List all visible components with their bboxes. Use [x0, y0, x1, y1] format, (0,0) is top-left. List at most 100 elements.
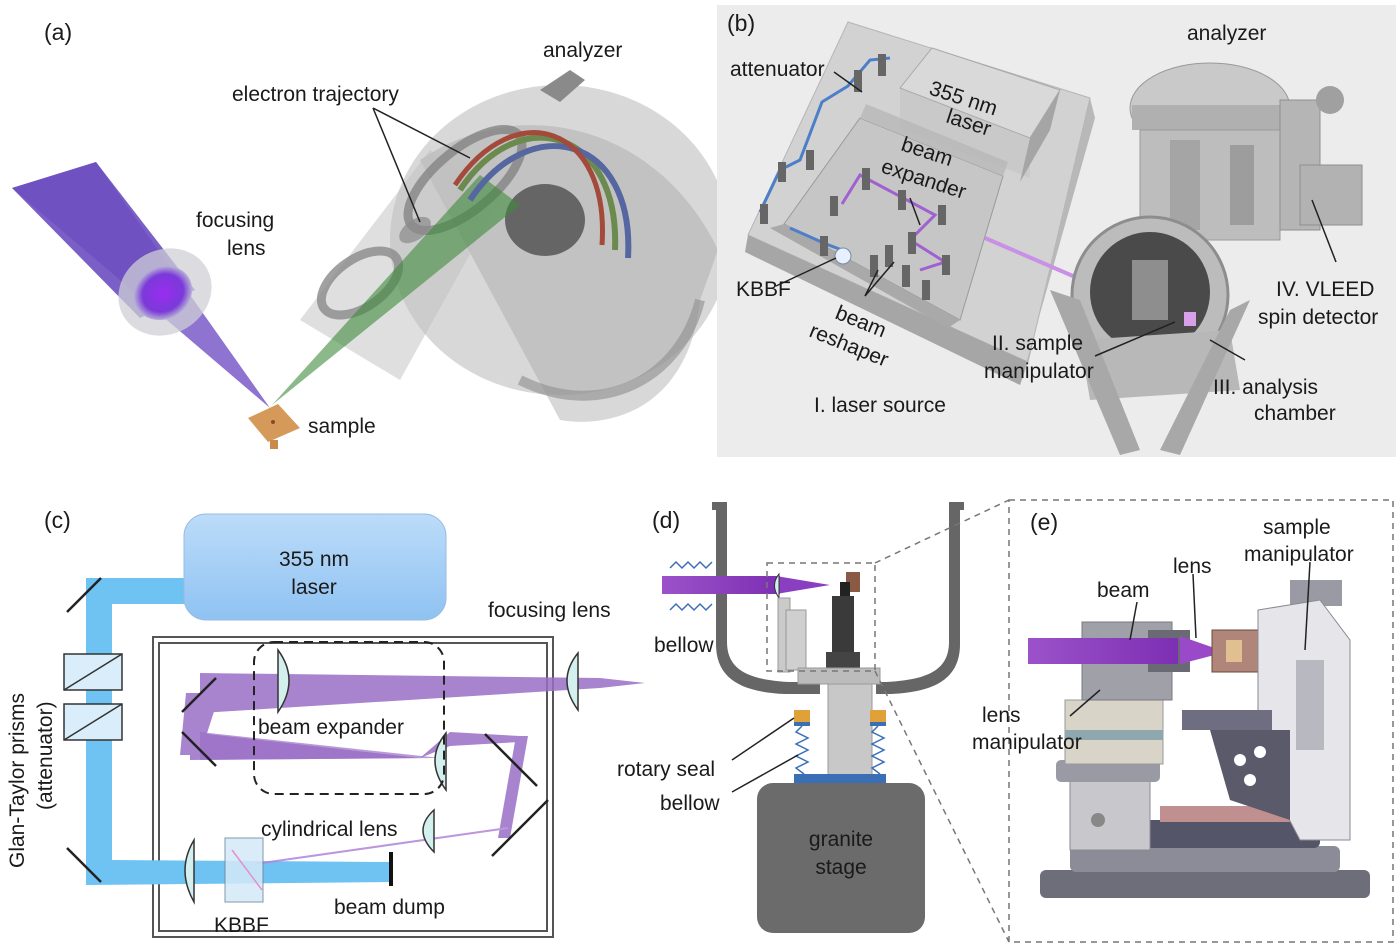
uv-beam-d — [662, 576, 780, 594]
panel-e: (e) — [972, 499, 1394, 943]
panel-d: (d) g — [617, 499, 1010, 943]
lenses-c — [184, 647, 579, 905]
expander-focus — [200, 732, 440, 760]
panel-e-tag: (e) — [1030, 509, 1058, 535]
kbbf-crystal-c — [224, 837, 264, 903]
label-beam-expander-c: beam expander — [258, 716, 404, 739]
zoom-line-top — [874, 499, 1010, 564]
rotary-seal-right — [870, 710, 886, 722]
sample-a — [248, 404, 300, 449]
label-kbbf-b: KBBF — [736, 278, 791, 301]
label-attenuator: attenuator — [730, 58, 825, 81]
central-column — [827, 683, 873, 777]
sample-post — [832, 596, 854, 652]
callout-line — [372, 107, 421, 223]
rotary-seal-left — [794, 710, 810, 722]
callout-line — [372, 107, 471, 159]
sample-manipulator-e — [1182, 580, 1351, 841]
expander-lens-1 — [277, 647, 290, 715]
sample-e — [1226, 640, 1242, 662]
lens-cone-e — [1180, 636, 1226, 664]
bellow-top — [669, 560, 713, 612]
label-sample-manip-b-2: manipulator — [984, 360, 1094, 383]
chamber-wall-right — [876, 502, 964, 694]
glan-taylor-prisms — [63, 653, 123, 741]
label-vleed-2: spin detector — [1258, 306, 1378, 329]
label-sample-a: sample — [308, 415, 376, 438]
panel-a: (a) — [12, 19, 730, 449]
label-laser-c-2: laser — [291, 576, 337, 599]
label-electron-trajectory: electron trajectory — [232, 83, 399, 106]
cylindrical-lens — [422, 808, 435, 854]
seal-base-left — [794, 722, 810, 726]
rotation-stage-e — [1040, 806, 1370, 898]
chamber-wall-left — [712, 502, 820, 694]
inner-hemisphere — [505, 184, 585, 256]
analyzer-port — [540, 70, 585, 102]
label-beam-dump: beam dump — [334, 896, 445, 919]
label-rotary-seal: rotary seal — [617, 758, 715, 781]
label-analyzer-b: analyzer — [1187, 22, 1266, 45]
label-sample-manip-b-1: II. sample — [992, 332, 1083, 355]
uv-beam-path-b — [840, 173, 949, 272]
label-analysis-chamber-2: chamber — [1254, 402, 1336, 425]
stage-plate — [794, 774, 886, 783]
label-beam-e: beam — [1097, 579, 1150, 602]
kbbf-crystal-b — [834, 247, 852, 265]
uv-beam-focus-d — [776, 576, 830, 594]
enclosure-outer — [152, 636, 554, 938]
panel-c: (c) 355 nm laser — [6, 507, 645, 938]
label-focusing-lens-1: focusing — [196, 209, 274, 232]
sample-base — [826, 652, 860, 668]
label-bellow-top: bellow — [654, 634, 714, 657]
expander-lens-2 — [434, 730, 447, 793]
label-glan-2: (attenuator) — [34, 701, 57, 810]
label-focusing-lens-c: focusing lens — [488, 599, 611, 622]
label-lens-manip-e-2: manipulator — [972, 731, 1082, 754]
trajectory-red — [452, 130, 605, 246]
seal-base-right — [870, 722, 886, 726]
label-focusing-lens-2: lens — [227, 237, 266, 260]
vacuum-system — [1050, 62, 1363, 455]
label-sample-manip-e-1: sample — [1263, 516, 1331, 539]
mirrors-c — [66, 577, 549, 883]
beam-expander-box — [253, 641, 445, 795]
uv-beam-e — [1028, 638, 1178, 664]
label-lens-manip-e-1: lens — [982, 704, 1021, 727]
label-vleed-1: IV. VLEED — [1276, 278, 1374, 301]
label-analysis-chamber-1: III. analysis — [1213, 376, 1318, 399]
label-granite-2: stage — [815, 856, 866, 879]
label-analyzer-a: analyzer — [543, 39, 622, 62]
sample-clip — [840, 582, 850, 596]
bellow-bottom — [794, 725, 886, 775]
callout-lines-d — [731, 717, 799, 793]
zoom-box — [766, 562, 876, 672]
optical-mounts — [760, 54, 950, 300]
callout-lines-e — [1069, 561, 1311, 717]
panel-d-tag: (d) — [652, 507, 680, 533]
label-granite-1: granite — [809, 828, 873, 851]
lens-holder — [785, 609, 807, 671]
laser-box-b — [899, 47, 1061, 182]
label-cylindrical-lens: cylindrical lens — [261, 818, 398, 841]
panel-b-tag: (b) — [727, 10, 755, 36]
label-sample-manip-e-2: manipulator — [1244, 543, 1354, 566]
panel-c-tag: (c) — [44, 507, 71, 533]
focusing-lens-c — [566, 650, 579, 713]
label-kbbf-c: KBBF — [214, 914, 269, 937]
label-lens-e: lens — [1173, 555, 1212, 578]
panel-a-tag: (a) — [44, 19, 72, 45]
label-bellow-bottom: bellow — [660, 792, 720, 815]
beam-dump — [389, 852, 393, 886]
panel-b: (b) — [717, 5, 1396, 457]
electron-cone — [272, 175, 520, 405]
label-laser-source: I. laser source — [814, 394, 946, 417]
label-laser-c-1: 355 nm — [279, 548, 349, 571]
kbbf-input-lens — [184, 837, 195, 905]
focusing-lens-glow — [133, 265, 193, 321]
granite-stage — [757, 783, 925, 933]
callout-lines-b — [775, 71, 1337, 361]
kbbf-internal — [231, 849, 263, 891]
laser-box-c — [183, 513, 447, 621]
